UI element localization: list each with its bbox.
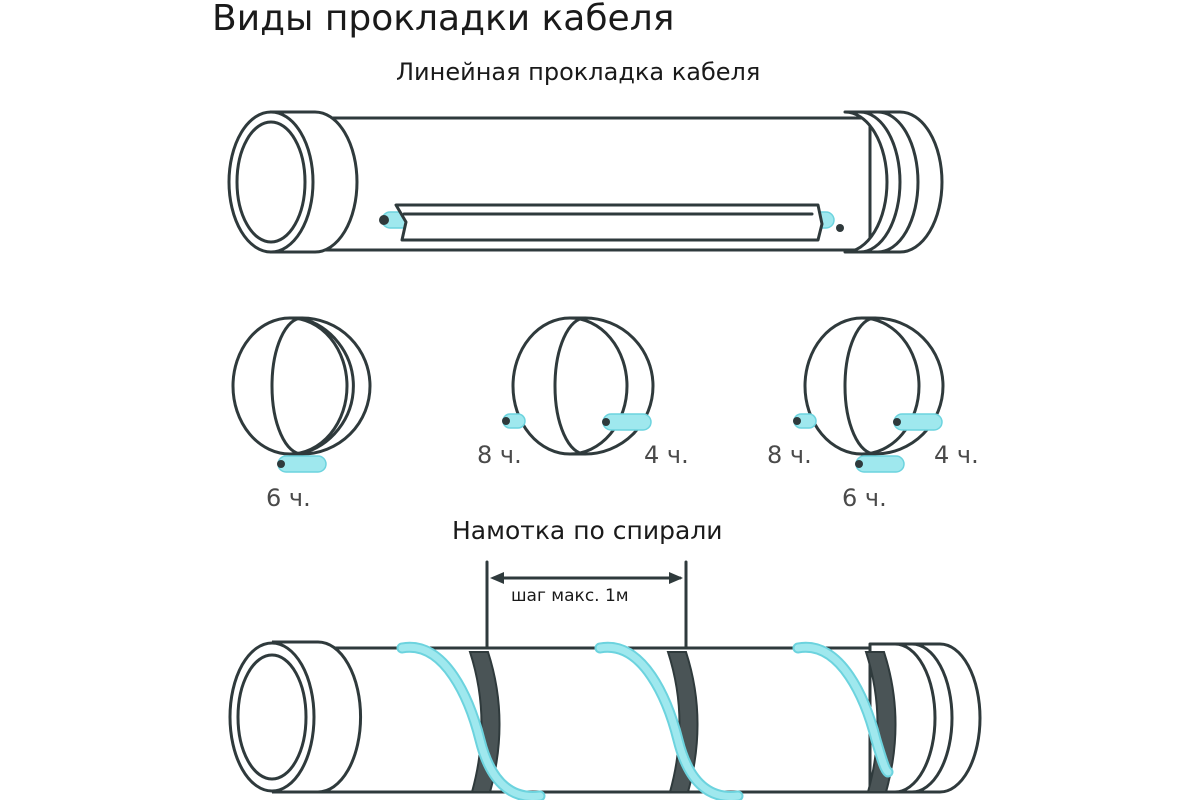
spiral-winding-title: Намотка по спирали (452, 516, 723, 545)
linear-laying-title: Линейная прокладка кабеля (396, 58, 761, 86)
spiral-cable (396, 641, 894, 800)
ring2-label-8h: 8 ч. (477, 441, 522, 469)
ring2-label-4h: 4 ч. (644, 441, 689, 469)
ring1-label-6h: 6 ч. (266, 484, 311, 512)
linear-pipe (227, 110, 944, 254)
ring3-label-4h: 4 ч. (934, 441, 979, 469)
ring3-label-8h: 8 ч. (767, 441, 812, 469)
pitch-label: шаг макс. 1м (511, 586, 629, 606)
ring-section-1 (231, 316, 372, 473)
wrap-band (864, 651, 897, 793)
ring3-label-6h: 6 ч. (842, 484, 887, 512)
wrap-band (666, 651, 699, 793)
ring-section-3 (793, 316, 945, 473)
wrap-band (468, 651, 501, 793)
diagram-title: Виды прокладки кабеля (212, 0, 675, 39)
pitch-dimension (485, 560, 688, 664)
ring-section-2 (502, 316, 655, 456)
spiral-pipe (228, 640, 982, 800)
